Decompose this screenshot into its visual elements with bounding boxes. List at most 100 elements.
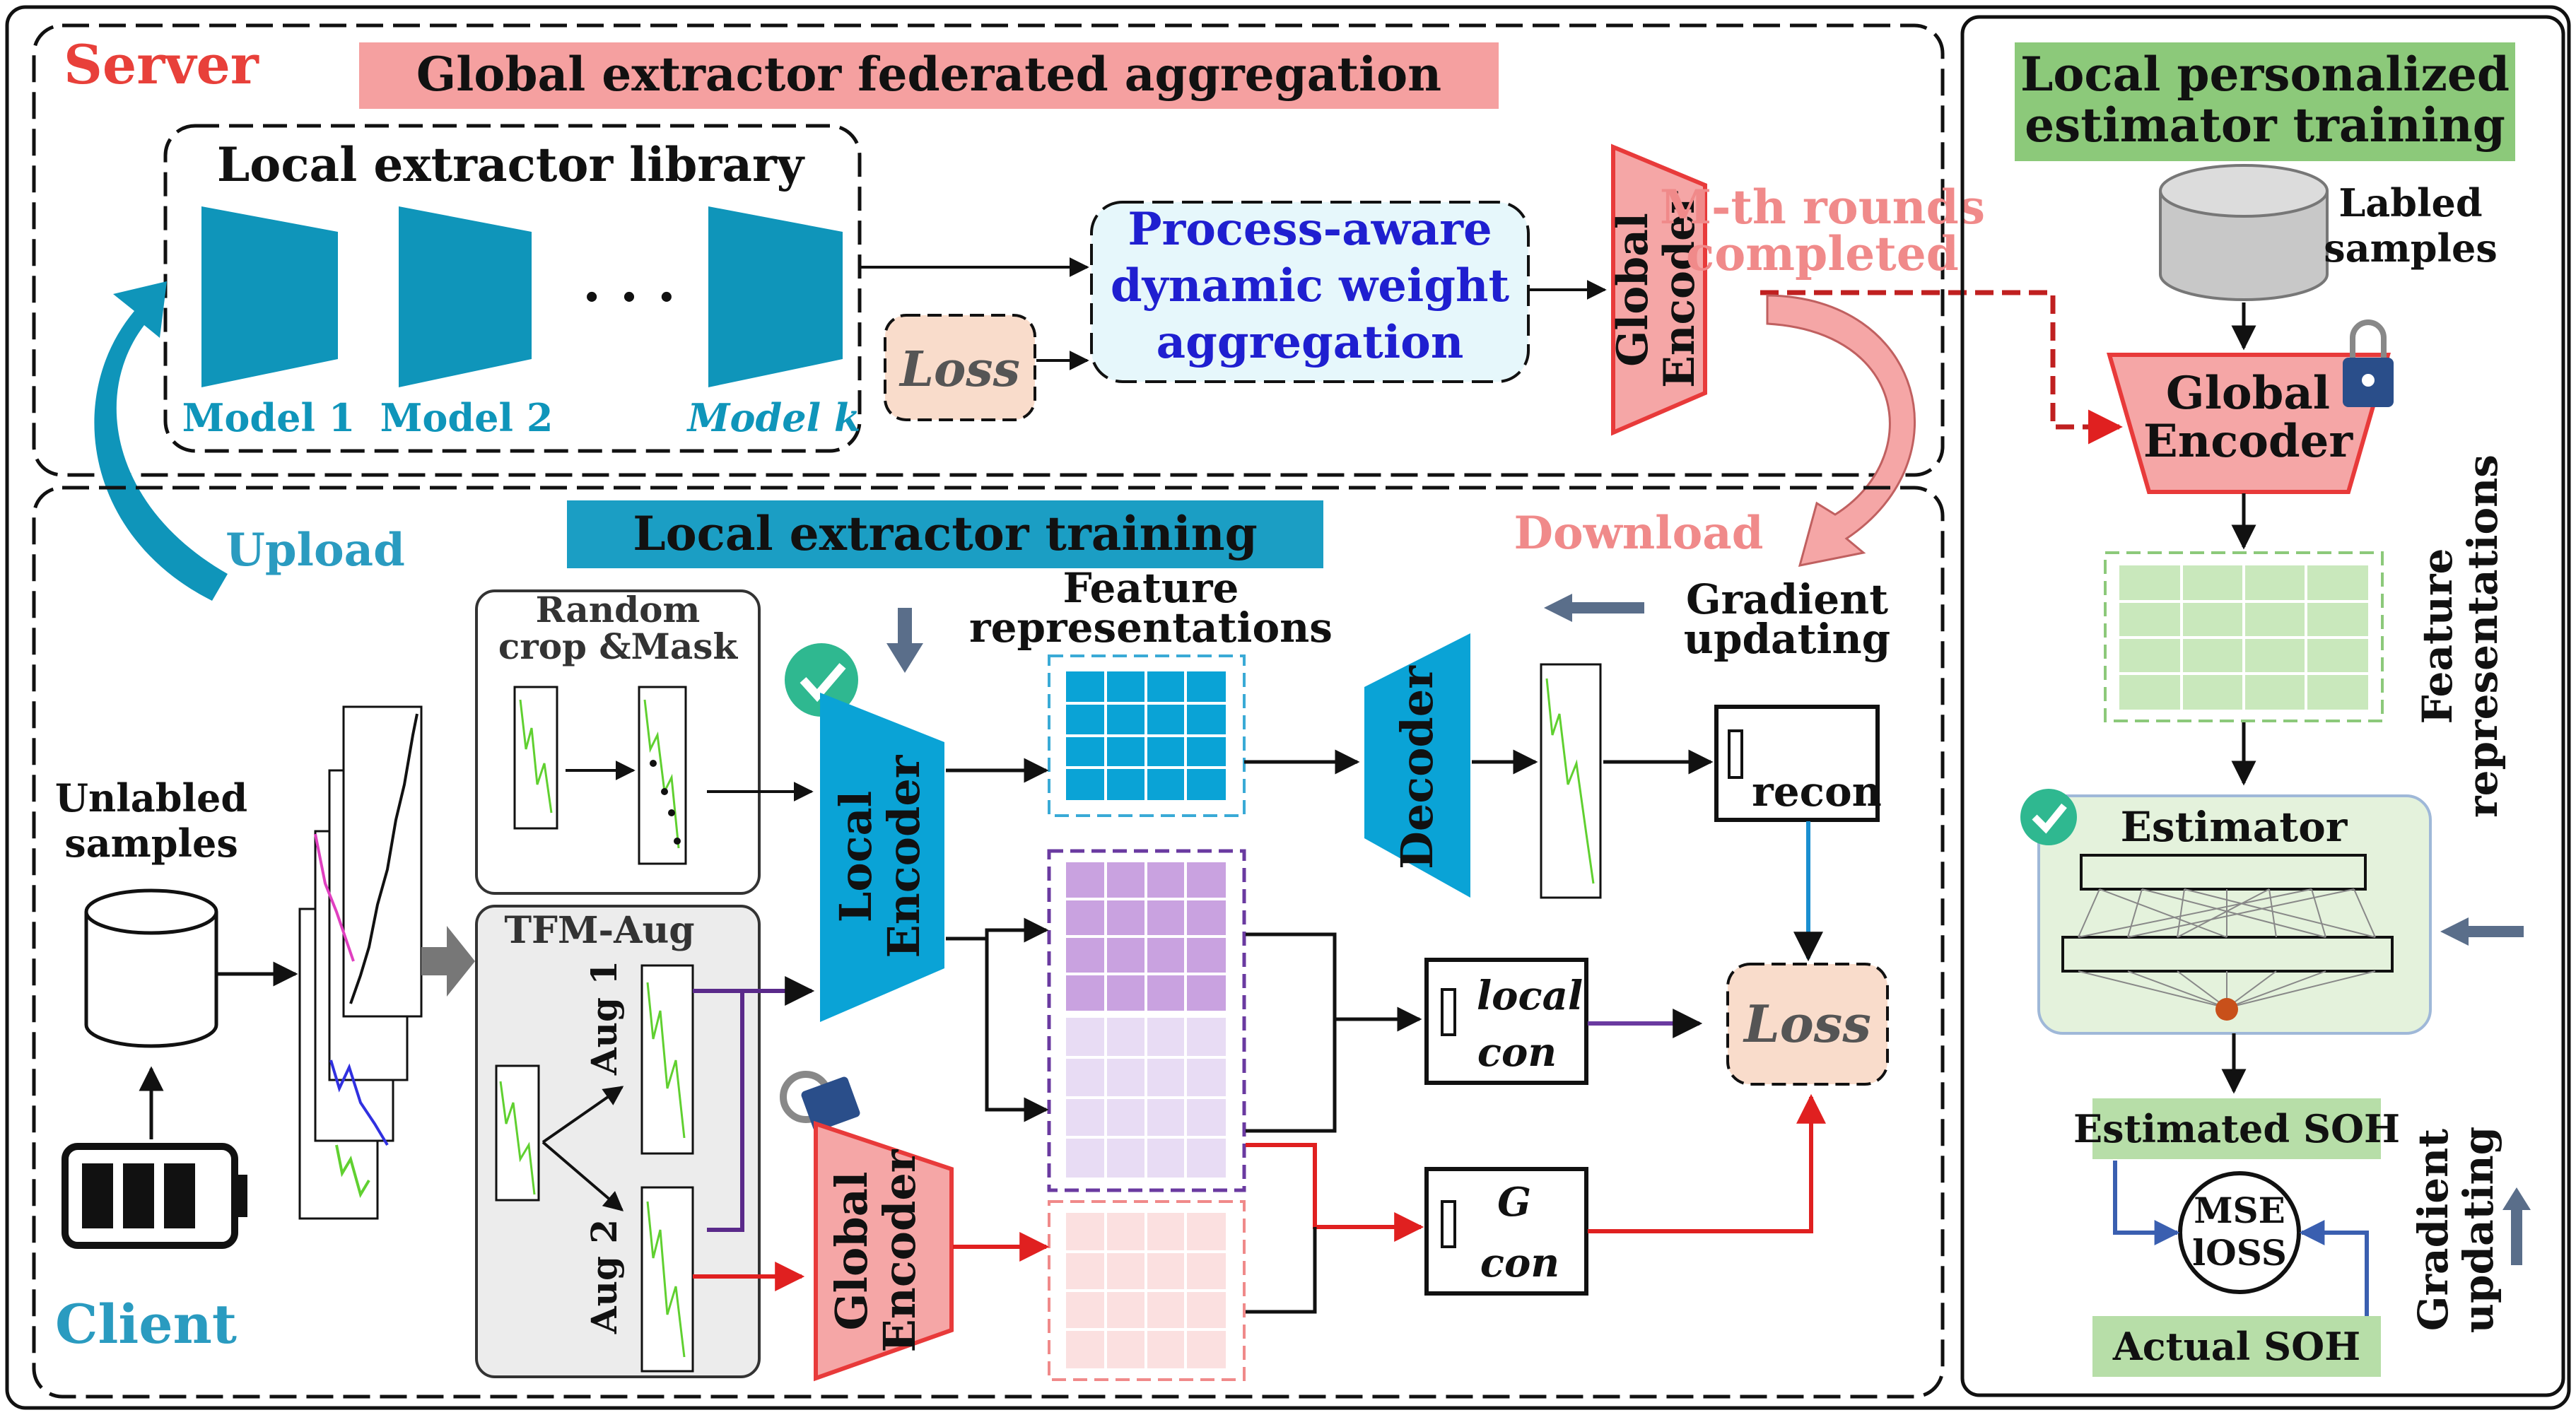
right-title-2: estimator training: [2025, 98, 2505, 153]
signal-stack: [298, 705, 423, 1220]
model-1-label: Model 1: [182, 395, 356, 440]
labeled-line-1: Labled: [2338, 180, 2482, 225]
lock-icon: [780, 1071, 860, 1132]
server-loss-box: [884, 314, 1036, 421]
client-gradient-2: updating: [1684, 615, 1890, 663]
recon-label: recon: [1752, 768, 1882, 816]
neural-net-icon: [2061, 854, 2394, 1021]
server-ge-line-2: Encoder: [1655, 191, 1704, 388]
right-feature-1: Feature: [2413, 548, 2461, 724]
feature-grid-purple: [1047, 849, 1246, 1192]
model-k-label: Model k: [686, 395, 861, 440]
model-2-label: Model 2: [380, 395, 554, 440]
crop-title-2: crop &Mask: [498, 626, 739, 667]
mse-line-1: MSE: [2194, 1190, 2285, 1231]
model-k-shape: [708, 206, 843, 387]
process-line-1: Process-aware: [1128, 203, 1492, 256]
server-title-banner: [359, 42, 1499, 109]
unlabeled-line-1: Unlabled: [55, 775, 247, 821]
process-line-2: dynamic weight: [1111, 259, 1510, 312]
server-title: Global extractor federated aggregation: [416, 47, 1441, 102]
feature-title-1: Feature: [1063, 564, 1239, 612]
gradient-left-arrow: [1544, 594, 1644, 622]
client-loss-box: [1726, 963, 1889, 1086]
actual-soh-box: [2092, 1316, 2381, 1377]
local-con-2: con: [1477, 1029, 1557, 1076]
mse-line-2: lOSS: [2192, 1232, 2287, 1274]
server-panel: Server Global extractor federated aggreg…: [32, 23, 2123, 601]
process-aware-box: [1090, 201, 1530, 383]
library-title: Local extractor library: [217, 137, 805, 192]
crop-title-1: Random: [536, 589, 701, 630]
right-ge-line-1: Global: [2166, 367, 2330, 420]
process-line-3: aggregation: [1157, 316, 1464, 369]
right-title-banner: [2015, 42, 2515, 161]
g-con-2: con: [1480, 1240, 1559, 1286]
client-title-banner: [567, 500, 1323, 568]
estimated-soh-label: Estimated SOH: [2073, 1106, 2400, 1151]
big-gray-arrow: [421, 926, 475, 997]
outer-frame: [5, 5, 2571, 1410]
client-panel: Client Local extractor training Unlabled…: [32, 486, 1945, 1399]
local-con-1: local: [1477, 973, 1583, 1019]
client-title: Local extractor training: [633, 506, 1258, 561]
client-label: Client: [55, 1293, 237, 1356]
local-encoder-shape: [820, 693, 944, 1022]
right-gradient-left-arrow: [2440, 917, 2524, 946]
labeled-database-icon: [2159, 164, 2329, 301]
aug2-label: Aug 2: [583, 1219, 625, 1334]
actual-soh-label: Actual SOH: [2112, 1324, 2360, 1369]
local-con-box: [1424, 958, 1588, 1085]
feature-grid-pink: [1048, 1200, 1246, 1381]
client-global-encoder: [814, 1120, 954, 1382]
client-loss-label: Loss: [1743, 994, 1871, 1054]
right-global-encoder: [2107, 353, 2391, 494]
check-badge-icon-right: [2020, 789, 2077, 845]
model-2-shape: [399, 206, 532, 387]
client-ge-line-2: Encoder: [874, 1149, 925, 1352]
mse-loss-circle: [2178, 1171, 2301, 1294]
feature-title-2: representations: [969, 604, 1333, 652]
client-ge-line-1: Global: [826, 1172, 877, 1331]
check-badge-icon: [785, 643, 858, 717]
server-label: Server: [64, 33, 259, 96]
unlabeled-line-2: samples: [64, 821, 238, 866]
right-feature-2: representations: [2459, 454, 2507, 818]
client-gradient-1: Gradient: [1686, 575, 1888, 623]
rounds-line-2: completed: [1686, 226, 1959, 281]
rounds-dashed-arrow: [1760, 290, 2123, 445]
local-encoder-line-1: Local: [830, 791, 882, 922]
decoder-shape: [1364, 633, 1470, 898]
model-1-shape: [201, 206, 338, 387]
right-feature-grid: [2104, 551, 2384, 722]
server-global-encoder: [1611, 143, 1707, 436]
right-gradient-2: updating: [2454, 1127, 2502, 1333]
estimator-label: Estimator: [2121, 803, 2348, 851]
local-encoder-line-2: Encoder: [878, 754, 930, 958]
server-ge-line-1: Global: [1608, 213, 1658, 367]
server-loss-label: Loss: [898, 341, 1020, 398]
upload-arrow: [94, 281, 228, 601]
aug1-label: Aug 1: [583, 961, 625, 1076]
rounds-line-1: M-th rounds: [1660, 180, 1985, 235]
feature-grid-blue: [1048, 654, 1246, 817]
download-label: Download: [1514, 507, 1763, 560]
estimator-panel: Local personalized estimator training La…: [1960, 15, 2565, 1397]
estimated-soh-box: [2092, 1098, 2381, 1159]
battery-icon: [62, 1143, 247, 1249]
tfm-aug-title: TFM-Aug: [504, 909, 694, 952]
upload-label: Upload: [226, 524, 405, 577]
database-icon: [84, 888, 218, 1048]
g-con-1: G: [1497, 1179, 1531, 1226]
right-gradient-1: Gradient: [2409, 1129, 2457, 1331]
gradient-down-arrow: [886, 608, 923, 673]
library-ellipsis: . . .: [582, 251, 676, 314]
decoder-label: Decoder: [1391, 665, 1443, 869]
labeled-line-2: samples: [2324, 225, 2498, 271]
right-lock-icon: [2343, 319, 2394, 407]
right-ge-line-2: Encoder: [2143, 415, 2353, 468]
right-title-1: Local personalized: [2020, 47, 2510, 102]
right-gradient-up-arrow: [2502, 1187, 2531, 1265]
download-arrow: [1766, 294, 1916, 567]
